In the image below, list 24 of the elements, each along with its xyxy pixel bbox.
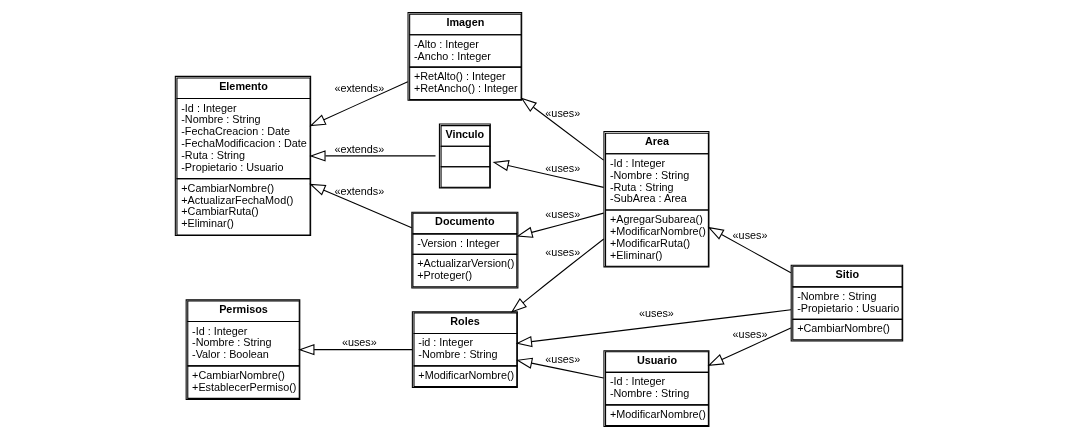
edge-label: «uses»	[544, 352, 580, 365]
edge-label: «uses»	[544, 245, 580, 258]
arrow	[510, 238, 604, 313]
edge-label: «extends»	[333, 184, 384, 197]
arrow	[308, 150, 436, 162]
arrow	[707, 226, 791, 274]
arrow	[308, 81, 408, 127]
arrow	[515, 357, 604, 379]
arrow	[492, 160, 604, 188]
arrow	[515, 212, 604, 238]
arrow	[520, 97, 604, 161]
edge-label: «uses»	[638, 307, 674, 320]
edge-label: «uses»	[341, 336, 377, 349]
edge-label: «extends»	[333, 82, 384, 95]
arrow	[308, 183, 412, 229]
edge-label: «uses»	[732, 229, 767, 242]
edge-label: «uses»	[732, 327, 767, 340]
arrow	[297, 343, 413, 356]
edge-label: «uses»	[544, 162, 580, 175]
arrow	[515, 309, 792, 348]
arrow	[707, 327, 791, 366]
edge-label: «uses»	[544, 207, 580, 220]
edge-label: «extends»	[333, 142, 384, 155]
edge-label: «uses»	[544, 106, 580, 119]
